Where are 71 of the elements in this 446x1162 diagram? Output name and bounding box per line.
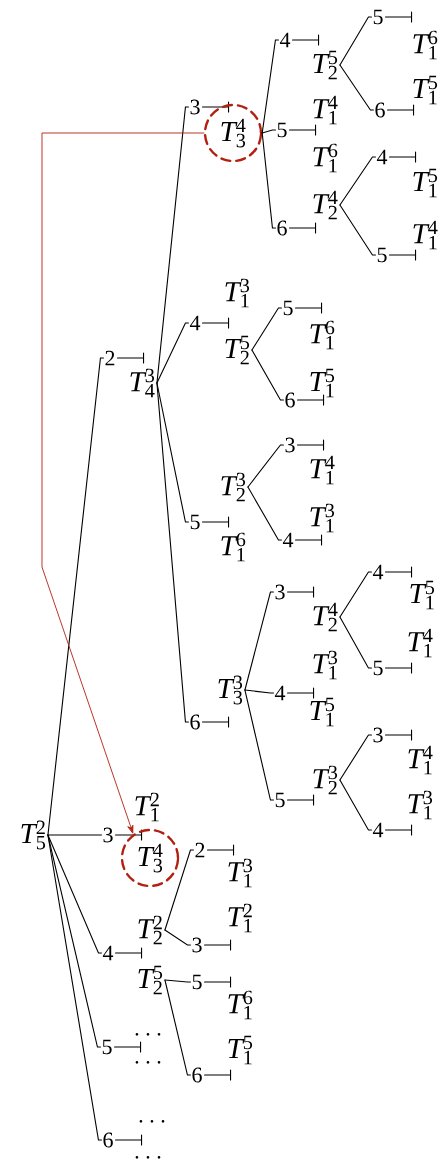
branch-line	[47, 834, 102, 836]
formula-label: $T^{2}_{5}$	[21, 820, 46, 850]
branch-line	[339, 156, 376, 206]
circled-formula: $T^{4}_{3}$	[120, 828, 180, 888]
branch-line	[339, 571, 372, 618]
formula-label: $T^{2}_{1}$	[135, 792, 159, 822]
formula-label: $T^{3}_{2}$	[313, 765, 338, 795]
branch-line	[339, 616, 372, 669]
formula-label: $T^{3}_{4}$	[130, 368, 155, 398]
formula-label: $T^{5}_{1}$	[413, 75, 438, 105]
ellipsis-dots: $\cdots$	[135, 1156, 161, 1159]
formula-label: $T^{5}_{1}$	[310, 368, 335, 398]
formula-label: $T^{4}_{2}$	[313, 190, 338, 220]
branch-line	[339, 779, 372, 831]
formula-label: $T^{4}_{1}$	[413, 220, 438, 250]
formula-label: $T^{5}_{2}$	[225, 335, 250, 365]
formula-label: $T^{6}_{1}$	[310, 320, 335, 350]
branch-line	[164, 849, 194, 931]
formula-label: $T^{3}_{3}$	[218, 675, 243, 705]
circled-formula: $T^{4}_{3}$	[203, 103, 263, 163]
formula-label: $T^{3}_{2}$	[221, 472, 246, 502]
formula-label: $T^{5}_{1}$	[310, 697, 335, 727]
formula-label: $T^{3}_{1}$	[225, 278, 250, 308]
branch-line	[47, 357, 104, 836]
formula-label: $T^{5}_{1}$	[410, 580, 435, 610]
branch-line	[251, 349, 284, 401]
arrow	[41, 132, 205, 834]
formula-label: $T^{4}_{1}$	[313, 95, 338, 125]
formula-label: $T^{4}_{2}$	[313, 602, 338, 632]
branch-line	[47, 834, 102, 954]
branch-line	[156, 382, 189, 723]
branch-line	[244, 689, 274, 694]
branch-line	[156, 382, 189, 523]
formula-label: $T^{5}_{2}$	[313, 50, 338, 80]
branch-line	[244, 689, 274, 801]
formula-label: $T^{3}_{1}$	[408, 790, 433, 820]
ellipsis-dots: $\cdots$	[135, 1033, 161, 1036]
formula-label: $T^{2}_{1}$	[228, 903, 252, 933]
branch-line	[339, 204, 376, 256]
formula-label: $T^{2}_{2}$	[138, 915, 162, 945]
branch-line	[164, 979, 191, 1076]
formula-label: $T^{6}_{1}$	[313, 143, 338, 173]
formula-label: $T^{4}_{1}$	[408, 745, 433, 775]
branch-line	[247, 444, 284, 488]
formula-label: $T^{4}_{1}$	[408, 628, 433, 658]
branch-line	[339, 64, 374, 111]
branch-line	[156, 322, 189, 384]
formula-label: $T^{6}_{1}$	[413, 30, 438, 60]
branch-line	[339, 734, 372, 781]
branch-line	[156, 106, 189, 384]
branch-line	[164, 929, 191, 946]
branch-line	[339, 16, 372, 66]
branch-line	[261, 39, 279, 134]
branch-line	[47, 834, 102, 1141]
branch-line	[247, 486, 282, 541]
branch-line	[244, 591, 274, 691]
formula-label: $T^{3}_{1}$	[228, 858, 253, 888]
formula-label: $T^{5}_{2}$	[138, 965, 163, 995]
formula-label: $T^{6}_{1}$	[221, 532, 246, 562]
formula-label: $T^{6}_{1}$	[228, 990, 253, 1020]
formula-label: $T^{5}_{1}$	[413, 168, 438, 198]
formula-label: $T^{3}_{1}$	[313, 650, 338, 680]
formula-label: $T^{3}_{1}$	[310, 503, 335, 533]
branch-line	[251, 307, 282, 351]
branch-line	[261, 129, 276, 134]
formula-label: $T^{5}_{1}$	[228, 1035, 253, 1065]
branch-line	[261, 132, 276, 229]
formula-label: $T^{4}_{1}$	[310, 455, 335, 485]
branch-line	[164, 979, 191, 983]
ellipsis-dots: $\cdots$	[139, 1120, 165, 1123]
ellipsis-dots: $\cdots$	[135, 1061, 161, 1064]
